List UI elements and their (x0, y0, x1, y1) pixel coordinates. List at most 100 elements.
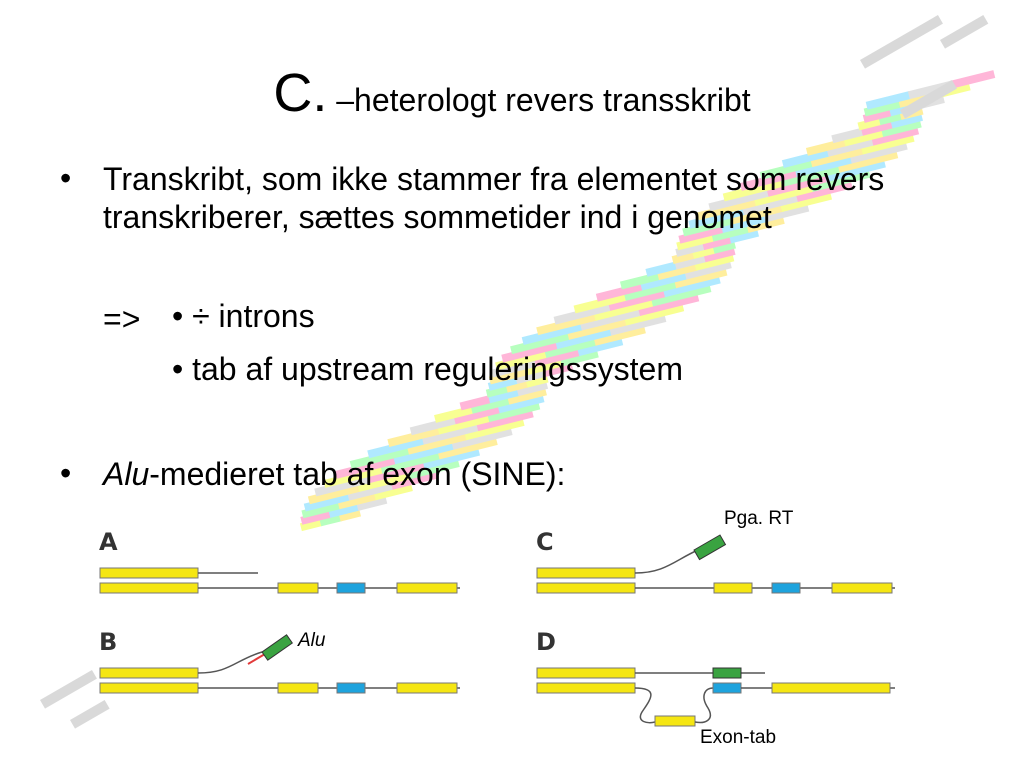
helix-segment (702, 235, 733, 251)
green-element (712, 667, 742, 679)
helix-segment (624, 303, 685, 326)
bullet-alu: Alu-medieret tab af exon (SINE): (103, 455, 565, 493)
exon-blue (712, 682, 742, 694)
title-text: –heterologt revers transskribt (327, 82, 751, 118)
slide-title: C. –heterologt revers transskribt (0, 62, 1024, 124)
helix-segment (849, 141, 908, 164)
helix-segment (674, 267, 728, 289)
helix-segment (524, 358, 564, 376)
panel-a (99, 567, 460, 594)
helix-segment (837, 150, 899, 173)
helix-segment (470, 396, 511, 414)
exon-yellow (277, 682, 319, 694)
panel-b (99, 634, 460, 694)
helix-segment (300, 509, 332, 525)
exon-yellow (831, 582, 893, 594)
helix-segment (497, 394, 545, 414)
helix-segment (694, 253, 735, 271)
helix-segment (536, 312, 597, 336)
exon-yellow (536, 667, 636, 679)
label-alu: Alu (298, 630, 326, 651)
helix-segment (487, 401, 541, 423)
helix-segment (675, 242, 706, 257)
helix-segment (485, 384, 509, 398)
helix-segment (567, 317, 628, 340)
helix-segment (307, 483, 361, 505)
helix-streak (940, 15, 989, 49)
helix-segment (553, 302, 612, 325)
bullet-marker: • (60, 160, 72, 196)
helix-segment (861, 133, 915, 155)
panel-label-a: A (99, 528, 118, 556)
helix-segment (682, 216, 735, 237)
exon-yellow (536, 567, 636, 579)
helix-segment (451, 427, 513, 450)
helix-segment (657, 262, 698, 281)
helix-segment (516, 380, 549, 397)
exon-yellow (771, 682, 891, 694)
helix-segment (638, 293, 700, 316)
helix-segment (810, 146, 864, 168)
helix-segment (759, 159, 814, 180)
helix-segment (453, 405, 501, 425)
helix-segment (407, 432, 468, 455)
helix-segment (623, 280, 678, 301)
helix-segment (753, 183, 814, 207)
helix-segment (301, 501, 341, 519)
helix-segment (347, 481, 394, 501)
helix-segment (555, 327, 613, 350)
helix-segment (437, 414, 491, 435)
rt-element (693, 534, 727, 561)
label-pga-rt: Pga. RT (724, 508, 794, 529)
exon-yellow (536, 682, 636, 694)
looped-intron (694, 687, 714, 724)
helix-streak (860, 15, 943, 69)
alu-italic: Alu (103, 456, 150, 492)
helix-segment (890, 113, 923, 129)
helix-segment (476, 409, 534, 432)
helix-segment (721, 214, 767, 233)
helix-segment (805, 138, 847, 156)
helix-segment (696, 198, 757, 221)
helix-streak (900, 80, 957, 119)
sub-bullet-upstream: • tab af upstream reguleringssystem (172, 351, 683, 387)
helix-segment (593, 325, 646, 346)
helix-segment (390, 470, 438, 490)
exon-yellow (99, 567, 199, 579)
looped-intron (634, 687, 656, 724)
panel-c (536, 534, 895, 594)
helix-segment (595, 282, 644, 302)
helix-segment (678, 224, 724, 244)
helix-segment (684, 260, 732, 280)
helix-segment (878, 111, 903, 126)
exon-yellow (396, 682, 458, 694)
helix-segment (338, 508, 362, 522)
helix-segment (501, 341, 559, 363)
helix-segment (421, 423, 480, 445)
arrow-symbol: => (103, 301, 141, 337)
bullet-transkribt: Transkribt, som ikke stammer fra element… (103, 161, 885, 235)
helix-segment (780, 191, 833, 212)
helix-segment (692, 245, 716, 259)
helix-segment (521, 322, 583, 345)
helix-segment (577, 337, 624, 357)
helix-segment (303, 492, 351, 512)
helix-segment (373, 483, 413, 501)
alu-element (261, 634, 294, 661)
helix-segment (357, 471, 411, 492)
helix-segment (544, 337, 597, 359)
intron-line (197, 651, 263, 674)
helix-segment (711, 224, 750, 242)
helix-segment (863, 99, 902, 117)
helix-segment (542, 362, 574, 378)
helix-segment (491, 358, 538, 378)
panel-d (536, 667, 895, 727)
helix-segment (742, 193, 799, 216)
helix-segment (579, 307, 642, 331)
helix-segment (393, 441, 455, 465)
helix-segment (464, 417, 525, 441)
exon-blue (771, 582, 801, 594)
helix-segment (505, 379, 529, 393)
helix-streak (40, 670, 97, 709)
